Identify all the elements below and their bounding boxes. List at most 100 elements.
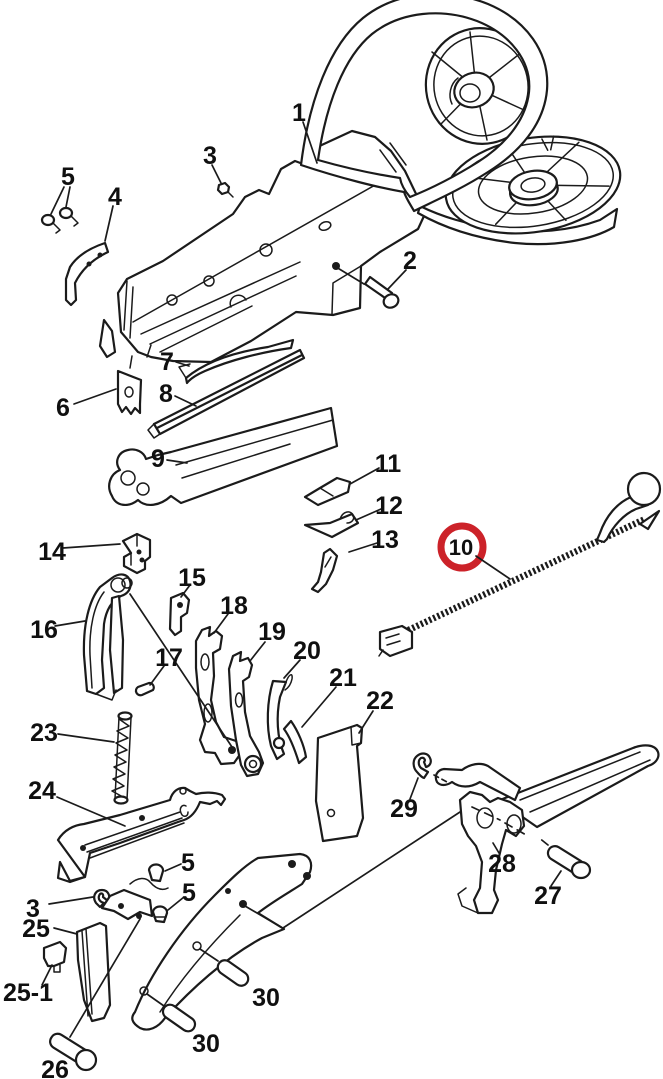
block-part-14 xyxy=(121,532,152,575)
leader-13 xyxy=(348,542,378,553)
assembly-dash-29 xyxy=(433,774,448,783)
highlight-circle-part-10 xyxy=(437,522,487,572)
leader-5-top xyxy=(50,186,71,215)
leader-25 xyxy=(53,927,78,935)
leader-1 xyxy=(302,121,318,164)
leader-11 xyxy=(349,467,380,485)
bracket-part-16 xyxy=(82,573,133,701)
leader-17 xyxy=(149,665,165,686)
spring-part-23 xyxy=(111,711,133,805)
plate-part-22 xyxy=(314,723,365,843)
label-9: 9 xyxy=(151,445,165,473)
leader-27 xyxy=(550,870,562,887)
leader-4 xyxy=(104,205,114,242)
label-8: 8 xyxy=(159,380,173,408)
leader-19 xyxy=(249,641,266,662)
pin-part-30-b xyxy=(139,986,197,1033)
plate-part-19 xyxy=(227,650,265,778)
leader-30-a xyxy=(199,948,219,962)
assembly-dashes-27 xyxy=(471,806,549,846)
label-5m: 5 xyxy=(181,849,195,877)
screw-part-5-low xyxy=(151,905,169,924)
main-body-part-1 xyxy=(98,129,426,369)
pin-part-27 xyxy=(546,845,592,880)
carrier-part-24 xyxy=(56,786,227,884)
clip-part-12 xyxy=(303,511,360,539)
label-1: 1 xyxy=(292,99,306,127)
label-10: 10 xyxy=(449,535,473,560)
label-6: 6 xyxy=(56,394,70,422)
bracket-part-4 xyxy=(64,241,110,307)
leader-7 xyxy=(175,361,190,367)
label-24: 24 xyxy=(28,777,56,805)
leader-16 xyxy=(54,620,86,627)
driver-channel-part-9 xyxy=(108,406,339,506)
lever-part-21 xyxy=(272,719,308,765)
leader-26 xyxy=(69,918,141,1038)
label-25: 25 xyxy=(22,915,50,943)
screw-part-5-top xyxy=(40,206,79,234)
clip-part-3-bot xyxy=(93,888,111,909)
leader-24 xyxy=(56,796,126,827)
label-22: 22 xyxy=(366,687,394,715)
link-arm xyxy=(498,744,660,829)
handle-lever xyxy=(131,852,313,1031)
leader-6 xyxy=(73,388,117,405)
leader-21 xyxy=(301,686,337,728)
label-30a: 30 xyxy=(252,984,280,1012)
label-19: 19 xyxy=(258,618,286,646)
leader-18 xyxy=(213,613,229,634)
block-part-25-1 xyxy=(42,940,68,973)
pin-part-2 xyxy=(363,275,400,309)
blade-part-6 xyxy=(116,369,143,416)
leader-lines xyxy=(41,121,562,1038)
label-3b: 3 xyxy=(26,895,40,923)
lever-part-20 xyxy=(266,674,293,761)
label-14: 14 xyxy=(38,538,66,566)
cover-plate-part-25 xyxy=(75,921,112,1023)
bracket-part-28 xyxy=(434,762,526,915)
clip-part-11 xyxy=(303,476,352,507)
leader-9 xyxy=(166,459,188,464)
hook-part-29 xyxy=(412,752,432,780)
leader-23 xyxy=(57,733,115,743)
label-11: 11 xyxy=(375,450,402,478)
leader-2 xyxy=(335,266,407,290)
label-27: 27 xyxy=(534,882,562,910)
leader-20 xyxy=(283,659,301,679)
rail-part-8 xyxy=(147,348,306,439)
label-23: 23 xyxy=(30,719,58,747)
screw-part-5-mid xyxy=(129,863,169,891)
pin-part-26 xyxy=(49,1032,98,1072)
label-13: 13 xyxy=(371,526,399,554)
tape-guide-arm xyxy=(299,0,549,213)
lever-part-13 xyxy=(310,547,339,594)
label-29: 29 xyxy=(390,795,418,823)
label-16: 16 xyxy=(30,616,58,644)
strip-part-15 xyxy=(168,591,191,637)
label-18: 18 xyxy=(220,592,248,620)
label-7: 7 xyxy=(160,348,174,376)
label-26: 26 xyxy=(41,1056,69,1079)
nut-part-3-top xyxy=(216,181,234,198)
label-21: 21 xyxy=(329,664,357,692)
label-12: 12 xyxy=(375,492,403,520)
assembly-line-handle-link xyxy=(244,811,461,929)
leader-5-mid xyxy=(164,863,182,872)
label-25-1: 25-1 xyxy=(3,979,53,1007)
leader-14 xyxy=(62,543,121,549)
feed-rod-part-10 xyxy=(378,471,662,658)
leader-3-top xyxy=(211,164,222,184)
leader-30-b xyxy=(146,993,165,1007)
leader-22 xyxy=(358,710,374,734)
label-20: 20 xyxy=(293,637,321,665)
label-2: 2 xyxy=(403,247,417,275)
label-5t: 5 xyxy=(61,163,75,191)
leader-5-low xyxy=(167,896,185,911)
upper-spool-wheel xyxy=(424,27,538,145)
pin-part-30-a xyxy=(192,941,250,987)
part-labels: 1 3 5 4 2 7 8 6 9 11 12 13 10 14 15 16 1… xyxy=(3,99,562,1079)
label-15: 15 xyxy=(178,564,206,592)
leader-12 xyxy=(355,508,382,521)
